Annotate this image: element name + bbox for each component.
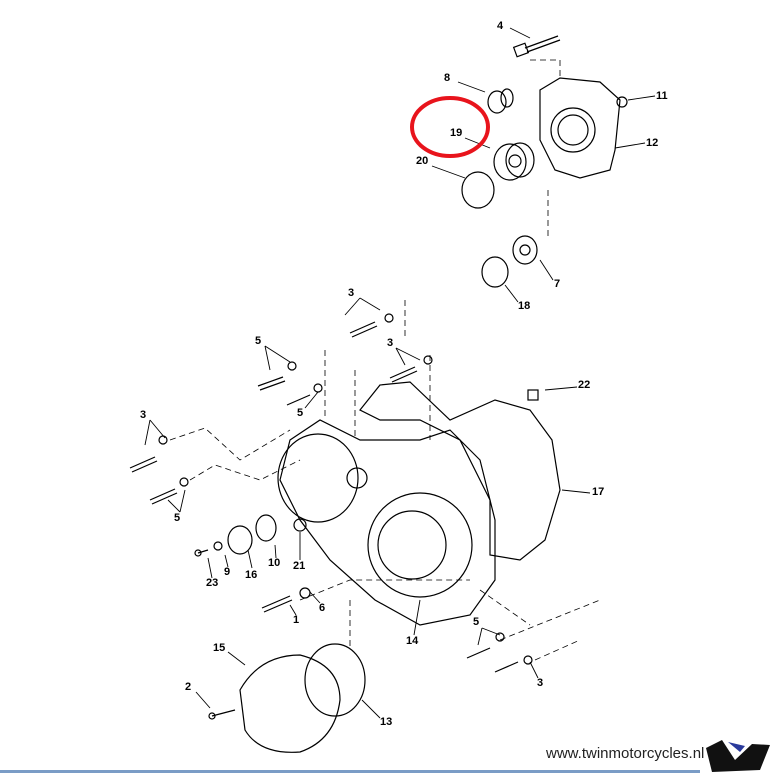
- leader-lines: [144, 27, 656, 719]
- cover-14: [279, 419, 496, 626]
- callout-3: 3: [140, 409, 147, 421]
- washer-9: [213, 541, 223, 551]
- footer-divider: [0, 770, 700, 773]
- callout-3: 3: [387, 337, 394, 349]
- screw-23: [194, 549, 209, 557]
- site-logo: [706, 740, 770, 772]
- callout-6: 6: [319, 602, 326, 614]
- callout-9: 9: [224, 566, 231, 578]
- bolt-4: [512, 35, 561, 58]
- o-ring-13: [304, 643, 366, 717]
- callout-13: 13: [380, 716, 393, 728]
- callout-5: 5: [255, 335, 262, 347]
- plug-16: [227, 525, 253, 555]
- screw-2: [208, 709, 236, 720]
- screws: [129, 313, 533, 673]
- nut-11: [616, 96, 628, 108]
- callout-3: 3: [537, 677, 544, 689]
- callout-21: 21: [293, 560, 306, 572]
- callout-2: 2: [185, 681, 192, 693]
- callout-22: 22: [578, 379, 591, 391]
- gasket-17: [359, 381, 561, 561]
- bolt-1: [261, 595, 293, 613]
- assembly-dashed-lines: [169, 59, 601, 661]
- callout-23: 23: [206, 577, 219, 589]
- callout-5: 5: [174, 512, 181, 524]
- o-ring-10: [255, 514, 277, 542]
- bushing-8: [487, 88, 514, 114]
- highlight-circle: [410, 96, 490, 158]
- washer-21: [293, 518, 307, 532]
- callout-14: 14: [406, 635, 419, 647]
- callout-12: 12: [646, 137, 659, 149]
- ring-18: [481, 256, 509, 288]
- callout-1: 1: [293, 614, 300, 626]
- callout-8: 8: [444, 72, 451, 84]
- cover-window: [277, 433, 359, 523]
- callout-19: 19: [450, 127, 463, 139]
- cover-bore: [367, 492, 473, 598]
- ring-20: [461, 171, 495, 209]
- washer-6: [299, 587, 311, 599]
- bearing-19: [493, 142, 535, 181]
- callout-3: 3: [348, 287, 355, 299]
- website-watermark: www.twinmotorcycles.nl: [546, 745, 705, 762]
- callout-16: 16: [245, 569, 258, 581]
- callout-7: 7: [554, 278, 561, 290]
- callout-15: 15: [213, 642, 226, 654]
- housing-12: [539, 77, 621, 179]
- callout-10: 10: [268, 557, 281, 569]
- dowel-22: [527, 389, 539, 401]
- callout-18: 18: [518, 300, 531, 312]
- callout-17: 17: [592, 486, 605, 498]
- bearing-7: [512, 235, 538, 265]
- callout-5: 5: [297, 407, 304, 419]
- housing-bore: [550, 107, 596, 153]
- callout-20: 20: [416, 155, 429, 167]
- callout-5: 5: [473, 616, 480, 628]
- derby-cover-15: [239, 654, 341, 753]
- callout-11: 11: [656, 90, 668, 102]
- callout-4: 4: [497, 20, 504, 32]
